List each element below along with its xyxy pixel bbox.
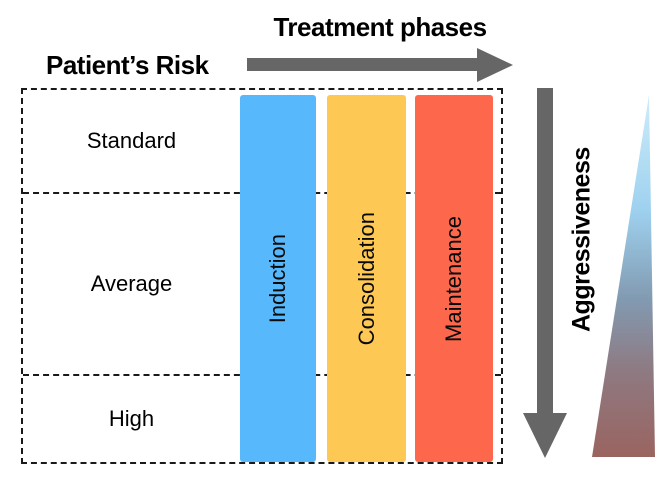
phase-bar-maintenance: Maintenance <box>415 95 493 462</box>
row-label-high: High <box>108 406 155 431</box>
table-row-high: High <box>23 376 501 462</box>
phase-bar-label-consolidation: Consolidation <box>353 211 379 346</box>
patients-risk-title: Patient’s Risk <box>46 50 209 80</box>
phase-bar-consolidation: Consolidation <box>327 95 406 462</box>
risk-table: Standard Average High <box>21 88 503 464</box>
right-arrow-head <box>477 48 513 82</box>
aggressiveness-arrow-icon <box>523 88 567 458</box>
phase-bar-label-maintenance: Maintenance <box>441 215 466 342</box>
down-arrow-shaft <box>537 88 553 416</box>
phase-bar-label-induction: Induction <box>265 233 290 324</box>
gradient-triangle-shape <box>592 95 655 457</box>
right-arrow-shaft <box>247 58 478 71</box>
down-arrow-head <box>523 413 567 458</box>
phase-bar-induction: Induction <box>240 95 316 462</box>
treatment-phases-arrow-icon <box>247 48 513 82</box>
row-label-average: Average <box>90 271 173 296</box>
aggressiveness-gradient-triangle <box>592 95 655 457</box>
treatment-phases-title: Treatment phases <box>273 12 487 42</box>
row-label-standard: Standard <box>86 128 177 153</box>
